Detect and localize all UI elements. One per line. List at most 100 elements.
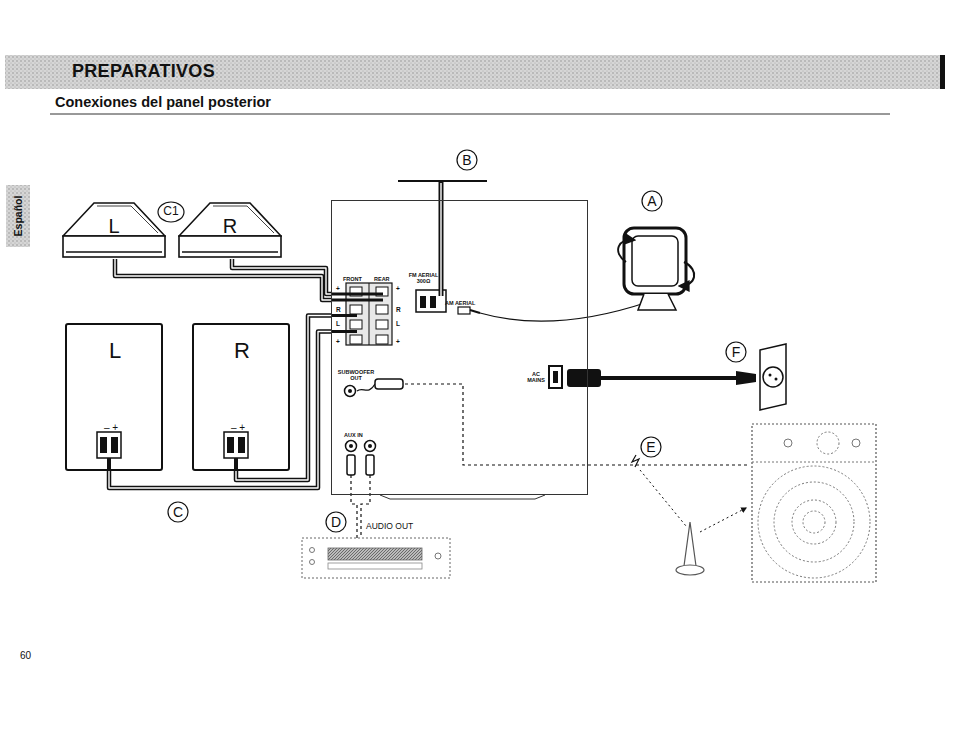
front-speaker: R xyxy=(178,202,282,259)
channel-letter: L xyxy=(69,339,161,363)
callout-circle xyxy=(158,202,184,222)
cable-outer xyxy=(115,259,331,300)
speaker-box: R– + xyxy=(192,323,290,471)
callout-letter: B xyxy=(462,152,471,168)
panel-marking: SUBWOOFER OUT xyxy=(335,369,377,381)
audio-cable xyxy=(351,475,357,538)
terminal-clip xyxy=(350,305,362,314)
panel-marking: AC MAINS xyxy=(525,371,547,383)
subwoofer-cone xyxy=(758,466,870,578)
speaker-cable xyxy=(115,259,331,300)
loop-antenna-stand xyxy=(638,294,676,310)
panel-marking: FRONT xyxy=(343,276,362,282)
callout-letter: F xyxy=(732,344,741,360)
speaker-wire xyxy=(331,293,383,296)
am-aerial-plug xyxy=(470,310,480,313)
speaker-base xyxy=(182,251,278,253)
rotate-arrow xyxy=(680,262,694,286)
panel-marking: AM AERIAL xyxy=(445,300,475,306)
port-label: AUDIO OUT xyxy=(366,522,413,532)
callout-circle xyxy=(326,512,346,532)
wireless-link xyxy=(700,508,746,532)
rca-plug xyxy=(375,379,403,389)
external-device-button xyxy=(435,553,441,559)
mains-plug xyxy=(567,369,601,387)
speaker-cable xyxy=(236,316,331,481)
terminal-block xyxy=(369,283,370,345)
speaker-outline xyxy=(179,203,281,236)
speaker-terminal xyxy=(238,437,245,453)
subwoofer-cone xyxy=(792,500,836,544)
subwoofer-knob xyxy=(784,439,792,447)
channel-letter: R xyxy=(180,215,280,237)
am-aerial-socket xyxy=(458,307,470,314)
speaker-base xyxy=(66,251,162,253)
callout-circle xyxy=(641,437,661,457)
wall-socket xyxy=(775,378,778,381)
terminal-clip xyxy=(350,335,362,344)
panel-marking: + xyxy=(336,338,340,345)
terminal-polarity: – + xyxy=(226,422,250,433)
callout-circle xyxy=(726,342,746,362)
speaker-cable xyxy=(109,332,331,489)
panel-marking: R xyxy=(396,306,401,313)
wall-socket xyxy=(769,374,772,377)
external-device xyxy=(302,538,450,578)
rca-jack xyxy=(349,444,353,448)
panel-marking: R xyxy=(336,306,341,313)
fm-aerial-socket xyxy=(430,296,436,308)
terminal-polarity: – + xyxy=(99,422,123,433)
header-bar-end xyxy=(940,55,945,89)
terminal-clip xyxy=(376,305,388,314)
header-bar xyxy=(5,55,940,89)
loop-antenna xyxy=(624,228,686,294)
cable-inner xyxy=(115,259,331,300)
am-aerial-wire xyxy=(480,302,648,321)
speaker-outline xyxy=(97,206,158,233)
panel-lip xyxy=(380,495,545,499)
rca-plug xyxy=(347,455,355,475)
terminal-clip xyxy=(376,335,388,344)
page-number: 60 xyxy=(20,650,31,662)
language-tab xyxy=(6,185,30,247)
rca-jack xyxy=(345,386,356,397)
cable-inner xyxy=(232,259,331,294)
subwoofer-link xyxy=(405,384,750,465)
channel-letter: L xyxy=(64,215,164,237)
transmitter xyxy=(684,522,696,569)
callout-letter: C1 xyxy=(163,205,178,219)
rear-panel: FM AERIAL 300ΩAM AERIALFRONTREAR+RL++RL+… xyxy=(331,200,588,495)
panel-marking: REAR xyxy=(374,276,390,282)
speaker-outline xyxy=(63,203,165,236)
cable-outer xyxy=(236,316,331,481)
speaker-terminal xyxy=(227,437,234,453)
fm-aerial-wire xyxy=(439,181,444,296)
callout-letter: D xyxy=(331,514,341,530)
mains-cable xyxy=(601,376,740,380)
speaker-box: L – + xyxy=(65,323,163,471)
subwoofer-knob xyxy=(817,432,839,454)
speaker-terminal xyxy=(111,437,118,453)
panel-marking: + xyxy=(396,285,400,292)
callout-letter: E xyxy=(646,439,655,455)
subwoofer-knob xyxy=(852,439,860,447)
external-device-tray xyxy=(328,563,422,569)
rca-jack xyxy=(348,389,352,393)
external-device-button xyxy=(310,548,315,553)
rca-jack xyxy=(365,441,376,452)
subwoofer-cone xyxy=(774,482,854,562)
cable-inner xyxy=(236,316,331,481)
rca-jack xyxy=(346,441,357,452)
callout-letter: A xyxy=(647,193,656,209)
mains-socket xyxy=(553,371,558,383)
cable-outer xyxy=(232,259,331,294)
speaker-terminal xyxy=(97,432,121,458)
subwoofer xyxy=(752,462,876,463)
language-tab-text: Español xyxy=(12,196,24,237)
terminal-clip xyxy=(350,320,362,329)
subwoofer xyxy=(752,424,876,582)
rca-plug xyxy=(366,455,374,475)
external-device-display xyxy=(328,548,422,560)
